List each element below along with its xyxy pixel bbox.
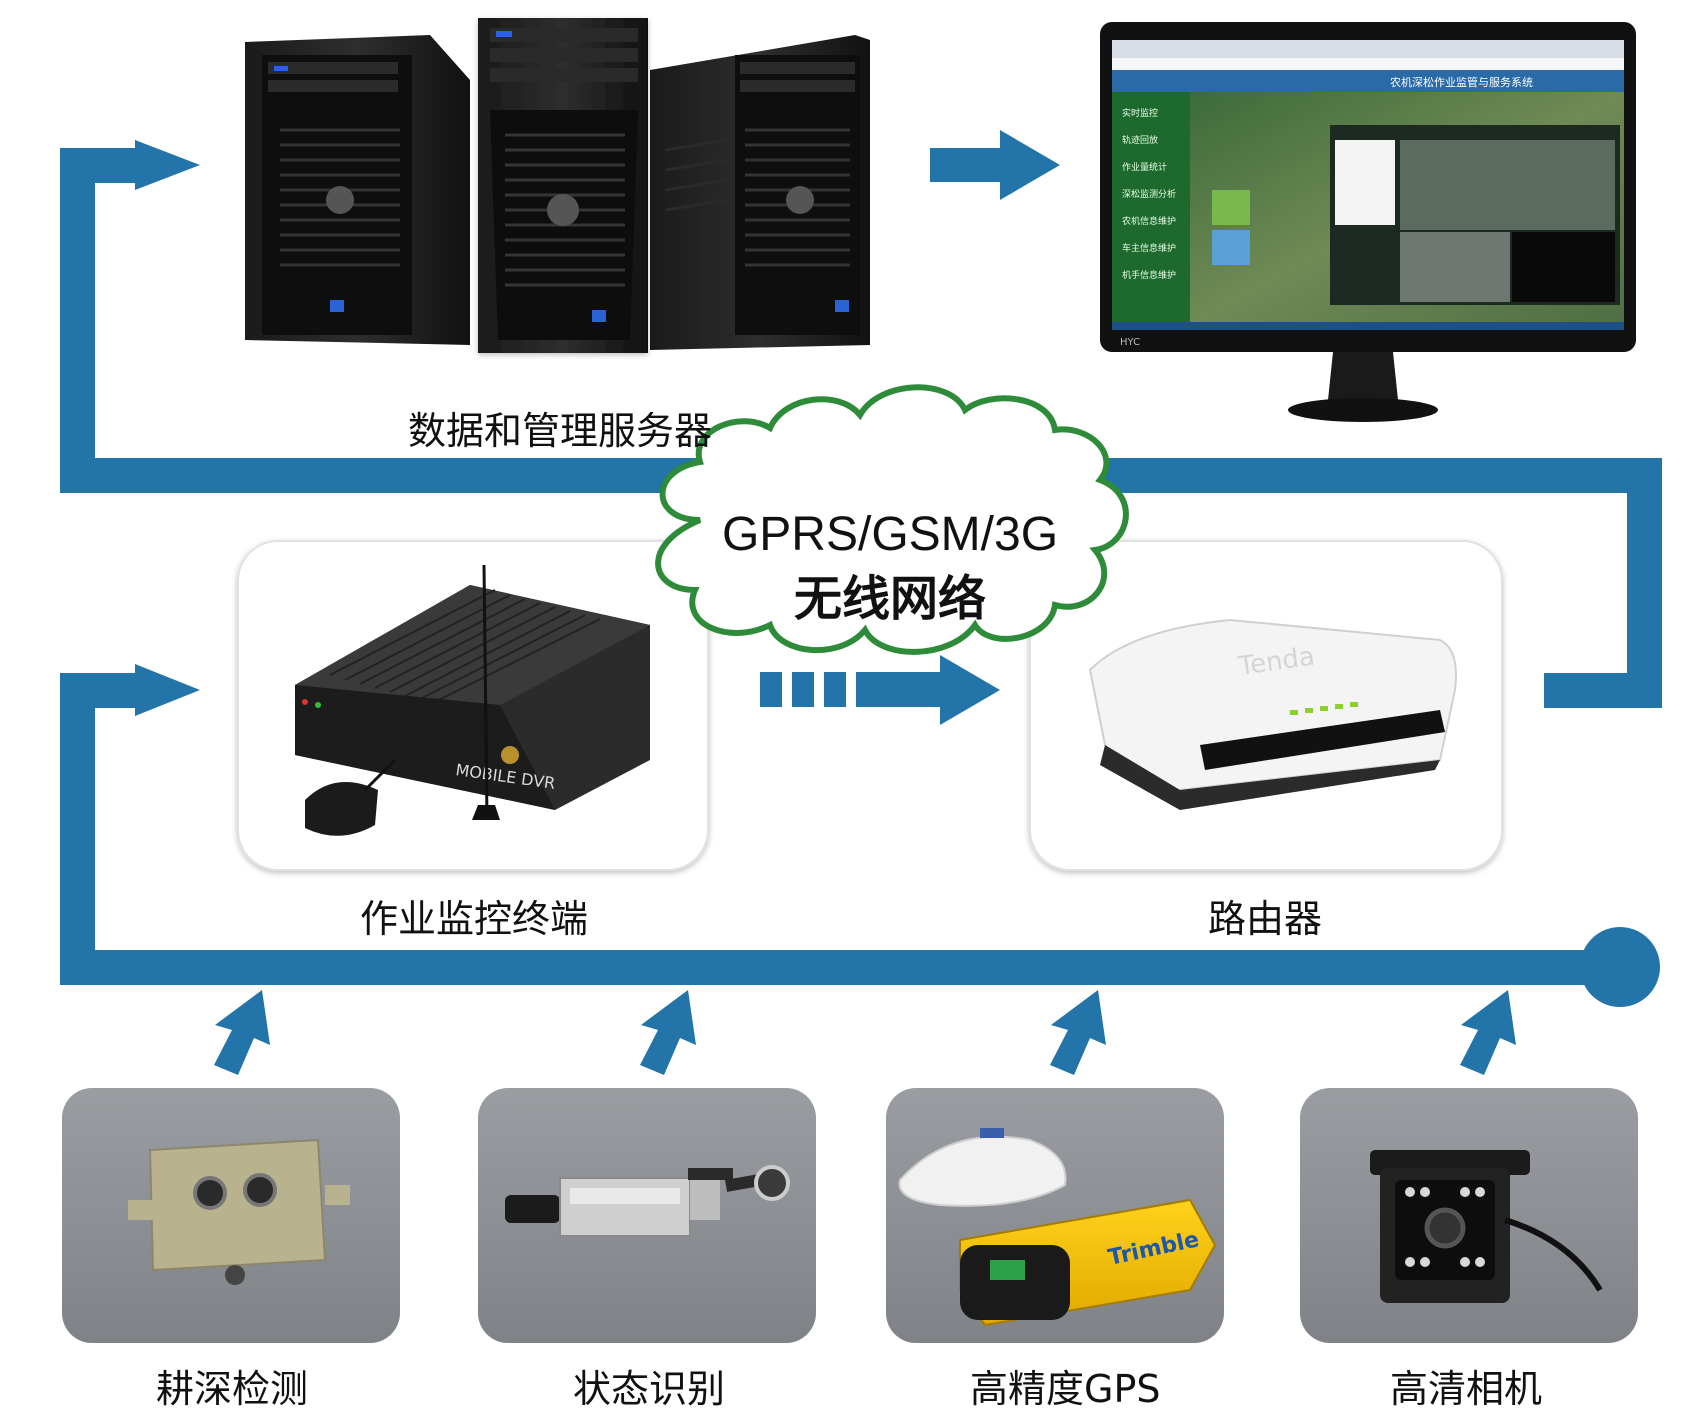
- depth-detection-label: 耕深检测: [156, 1367, 309, 1411]
- lower-loop-top-stub: [60, 673, 135, 708]
- depth-sensor-icon: [128, 1138, 350, 1285]
- arrow-up-gps: [1050, 990, 1106, 1075]
- monitor-menu-item: 机手信息维护: [1122, 269, 1176, 281]
- servers-label: 数据和管理服务器: [408, 409, 713, 453]
- monitor-brand: HYC: [1120, 337, 1140, 348]
- limit-switch-icon: [505, 1165, 790, 1237]
- terminal-label: 作业监控终端: [360, 897, 589, 941]
- server-left: [245, 35, 470, 345]
- arrow-terminal-to-router: [856, 655, 1000, 725]
- arrow-up-depth: [214, 990, 270, 1075]
- network-line2: 无线网络: [794, 571, 986, 627]
- router-icon: Tenda: [1088, 618, 1457, 810]
- lower-loop-bottom: [60, 950, 1620, 985]
- lower-loop-left: [60, 673, 95, 985]
- arrow-up-state: [640, 990, 696, 1075]
- network-line1: GPRS/GSM/3G: [722, 508, 1058, 561]
- monitor-menu-item: 轨迹回放: [1122, 134, 1158, 146]
- server-right: [650, 35, 870, 350]
- server-center: [478, 18, 648, 353]
- wireless-network-cloud: GPRS/GSM/3G 无线网络: [655, 384, 1129, 655]
- high-precision-gps-label: 高精度GPS: [970, 1367, 1161, 1411]
- arrow-to-terminal: [135, 664, 200, 716]
- arrow-servers-to-monitor: [930, 130, 1060, 200]
- dash-2: [792, 672, 814, 707]
- monitor-icon: 农机深松作业监管与服务系统 实时监控轨迹回放作业量统计深松监测分析农机信息维护车…: [1100, 22, 1636, 422]
- monitor-menu-item: 农机信息维护: [1122, 215, 1176, 227]
- arrow-up-camera: [1460, 990, 1516, 1075]
- lower-loop-end-dot: [1580, 927, 1660, 1007]
- arrow-to-servers: [135, 140, 200, 190]
- monitor-menu-item: 作业量统计: [1122, 161, 1167, 173]
- dash-1: [760, 672, 782, 707]
- dvr-icon: MOBILE DVR: [295, 564, 650, 836]
- upper-loop-top-stub: [60, 148, 135, 183]
- upper-loop-end: [1544, 673, 1662, 708]
- upper-loop-left: [60, 148, 95, 493]
- monitor-menu-item: 深松监测分析: [1122, 188, 1176, 200]
- monitor-menu-item: 车主信息维护: [1122, 242, 1176, 254]
- hd-camera-label: 高清相机: [1390, 1367, 1543, 1411]
- flow-arrows: [135, 130, 1516, 1075]
- monitor-menu-item: 实时监控: [1122, 107, 1158, 119]
- state-recognition-label: 状态识别: [573, 1367, 726, 1411]
- server-icon: [245, 18, 870, 353]
- camera-icon: [1370, 1150, 1603, 1303]
- gps-receiver-icon: Trimble: [898, 1128, 1217, 1327]
- monitor-app-title: 农机深松作业监管与服务系统: [1390, 75, 1533, 89]
- dash-3: [824, 672, 846, 707]
- router-label: 路由器: [1208, 897, 1323, 941]
- upper-loop-right: [1627, 458, 1662, 708]
